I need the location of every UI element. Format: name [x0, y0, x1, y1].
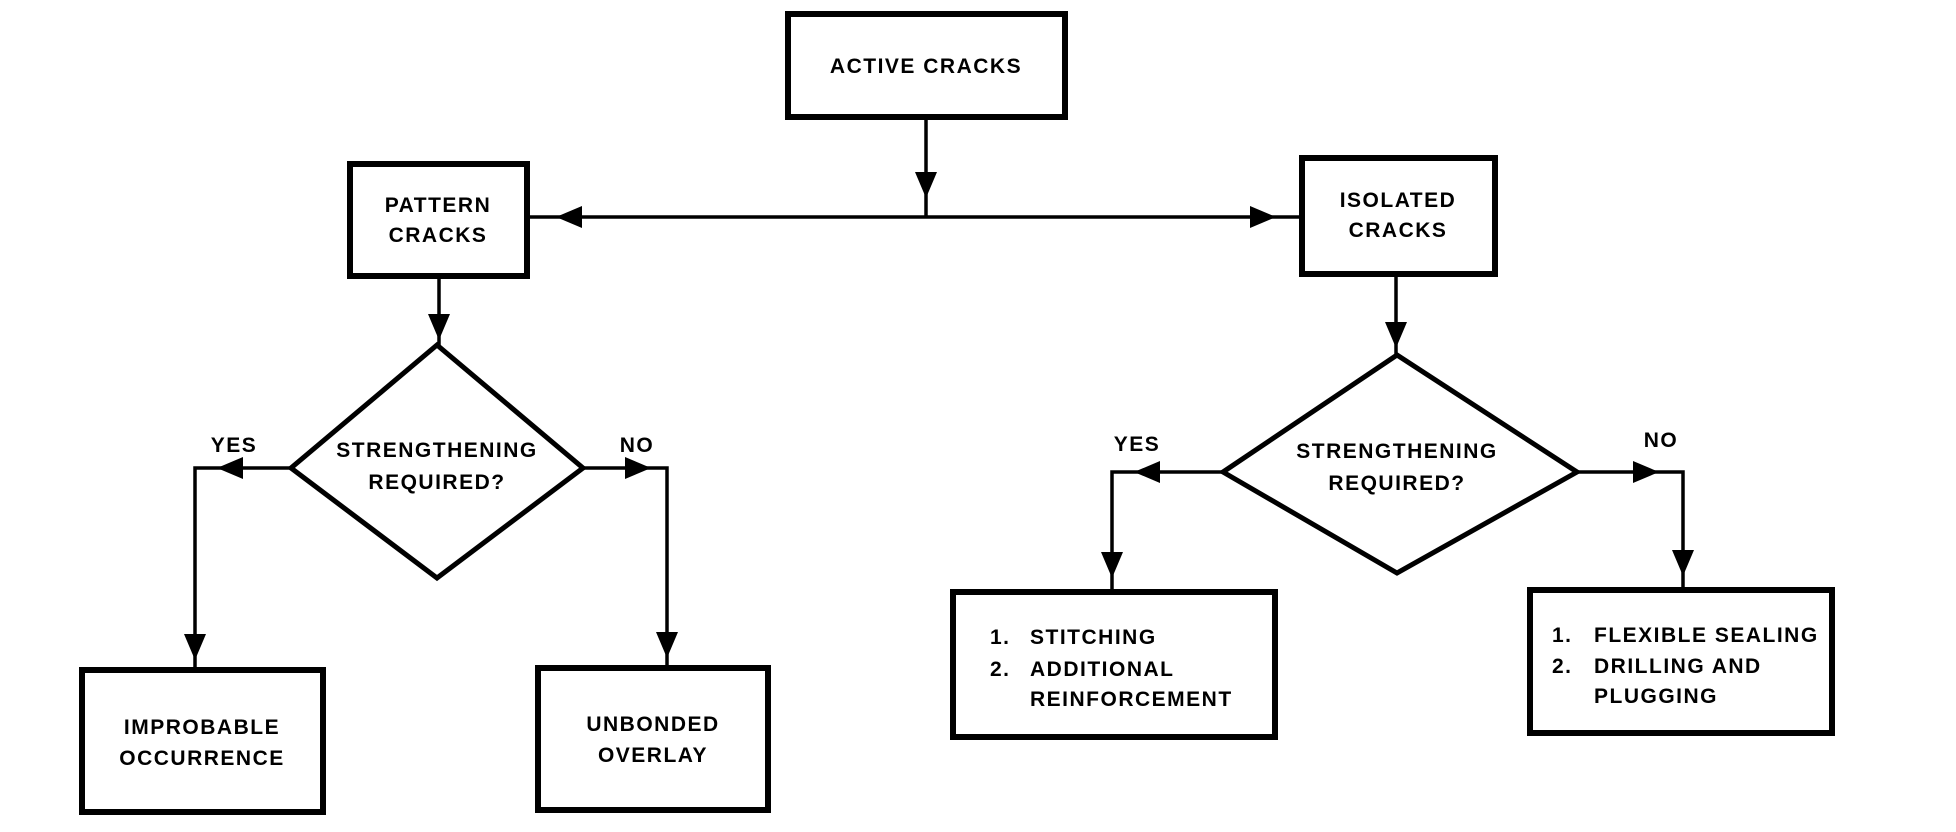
connector-isolated-yes — [1110, 470, 1223, 592]
branch-label-pattern-yes: YES — [211, 434, 258, 457]
node-pattern-cracks-label-line2: CRACKS — [389, 224, 488, 247]
decision-isolated-label-line1: STRENGTHENING — [1296, 440, 1498, 463]
sealing-item2-continuation: PLUGGING — [1594, 685, 1718, 708]
node-improbable-occurrence-label-line1: IMPROBABLE — [124, 716, 280, 739]
branch-label-isolated-no: NO — [1644, 429, 1679, 452]
arrow-down-icon — [428, 314, 450, 340]
arrow-right-icon — [1250, 206, 1276, 228]
arrow-down-icon — [915, 172, 937, 198]
node-unbonded-overlay-box — [535, 665, 771, 813]
node-active-cracks-box — [785, 11, 1068, 120]
arrow-down-icon — [184, 634, 206, 660]
node-unbonded-overlay-label-line2: OVERLAY — [598, 744, 708, 767]
sealing-item1-text: FLEXIBLE SEALING — [1594, 624, 1819, 647]
arrow-left-icon — [556, 206, 582, 228]
branch-label-isolated-yes: YES — [1114, 433, 1161, 456]
arrow-right-icon — [625, 457, 651, 479]
node-improbable-occurrence-box — [79, 667, 326, 815]
node-isolated-cracks-label-line2: CRACKS — [1349, 219, 1448, 242]
stitching-item2-number: 2. — [990, 658, 1011, 681]
connector-pattern-yes — [193, 466, 291, 670]
node-stitching-reinforcement-box — [950, 589, 1278, 740]
stitching-item1-number: 1. — [990, 626, 1011, 649]
decision-isolated-label-line2: REQUIRED? — [1328, 472, 1465, 495]
decision-pattern-label-line1: STRENGTHENING — [336, 439, 538, 462]
arrow-down-icon — [1385, 322, 1407, 348]
stitching-item1-text: STITCHING — [1030, 626, 1157, 649]
node-pattern-cracks-label-line1: PATTERN — [385, 194, 492, 217]
connector-pattern-no — [583, 466, 669, 668]
stitching-item2-continuation: REINFORCEMENT — [1030, 688, 1233, 711]
connector-isolated-no — [1577, 470, 1685, 590]
arrow-right-icon — [1633, 461, 1659, 483]
node-active-cracks-label: ACTIVE CRACKS — [830, 55, 1022, 78]
arrow-down-icon — [1101, 552, 1123, 578]
decision-pattern-strengthening-diamond — [286, 341, 588, 582]
node-isolated-cracks-label-line1: ISOLATED — [1340, 189, 1457, 212]
arrow-down-icon — [1672, 550, 1694, 576]
sealing-item1-number: 1. — [1552, 624, 1573, 647]
sealing-item2-text: DRILLING AND — [1594, 655, 1762, 678]
node-improbable-occurrence-label-line2: OCCURRENCE — [119, 747, 285, 770]
branch-label-pattern-no: NO — [620, 434, 655, 457]
stitching-item2-text: ADDITIONAL — [1030, 658, 1175, 681]
decision-isolated-strengthening-diamond — [1218, 352, 1582, 576]
sealing-item2-number: 2. — [1552, 655, 1573, 678]
node-sealing-plugging-box — [1527, 587, 1835, 736]
node-unbonded-overlay-label-line1: UNBONDED — [586, 713, 719, 736]
arrow-left-icon — [217, 457, 243, 479]
node-isolated-cracks-box — [1299, 155, 1498, 277]
arrow-down-icon — [656, 632, 678, 658]
decision-pattern-label-line2: REQUIRED? — [368, 471, 505, 494]
node-pattern-cracks-box — [347, 161, 530, 279]
arrow-left-icon — [1134, 461, 1160, 483]
